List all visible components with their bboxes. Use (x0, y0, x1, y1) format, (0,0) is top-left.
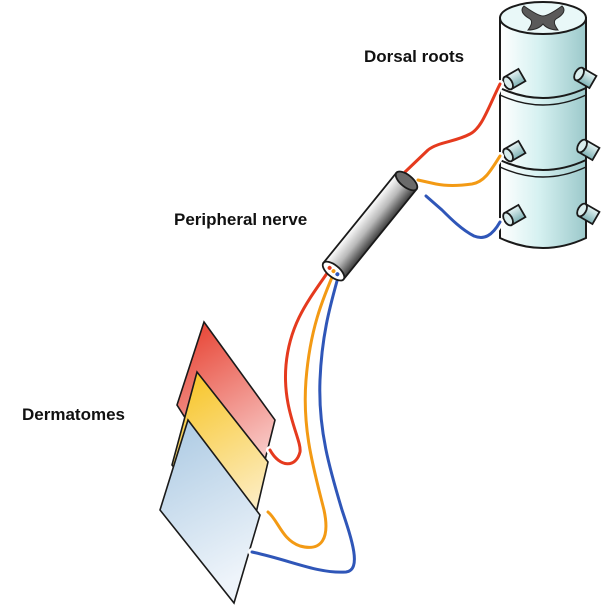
peripheral-nerve-label: Peripheral nerve (174, 210, 307, 229)
dorsal-roots-label: Dorsal roots (364, 47, 464, 66)
peripheral-nerve-cylinder (320, 168, 421, 284)
nerve-fibers (252, 84, 500, 572)
dermatomes-label: Dermatomes (22, 405, 125, 424)
dermatome-panels (160, 322, 275, 603)
